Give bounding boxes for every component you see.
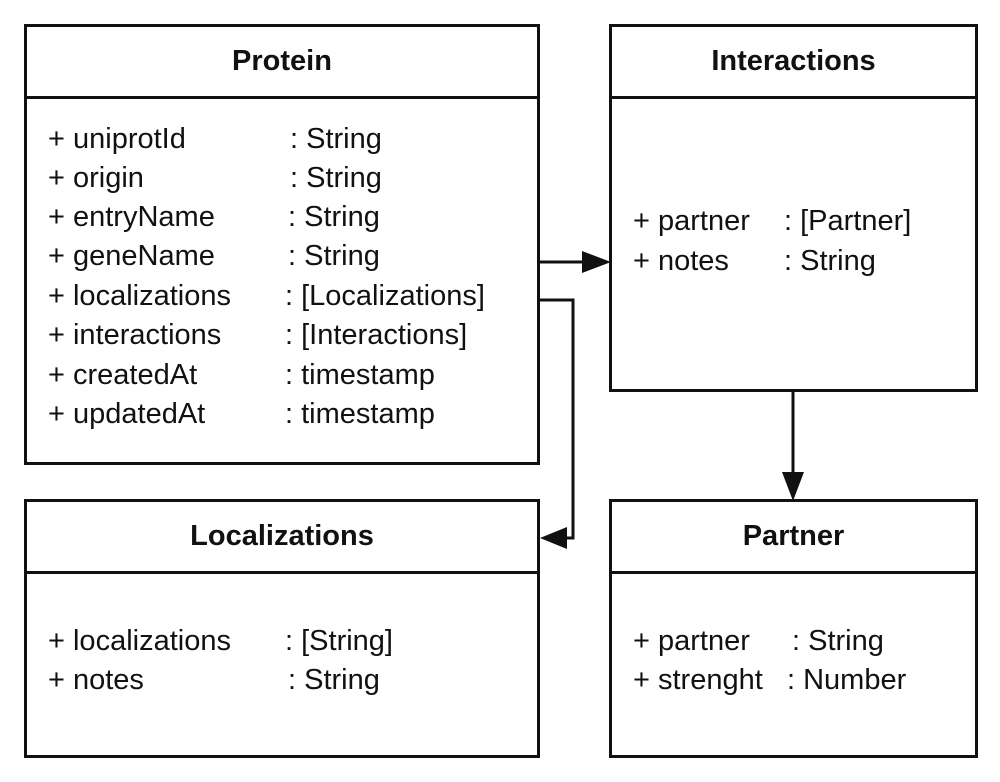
class-title-partner: Partner xyxy=(742,520,845,552)
class-title-localizations: Localizations xyxy=(190,520,374,552)
class-header-protein: Protein xyxy=(27,27,537,99)
attribute-type: : String xyxy=(288,201,380,233)
class-title-interactions: Interactions xyxy=(711,45,876,77)
class-header-partner: Partner xyxy=(612,502,975,574)
attribute-name: + notes xyxy=(633,245,729,277)
class-title-protein: Protein xyxy=(232,45,332,77)
class-header-localizations: Localizations xyxy=(27,502,537,574)
attribute-type: : [Partner] xyxy=(784,205,912,237)
class-box-interactions: Interactions + partner : [Partner] + not… xyxy=(609,24,978,392)
attribute-name: + interactions xyxy=(48,319,222,351)
attribute-type: : [Localizations] xyxy=(285,280,485,312)
attribute-name: + uniprotId xyxy=(48,123,186,155)
attribute-name: + strenght xyxy=(633,664,763,696)
attribute-type: : timestamp xyxy=(285,359,435,391)
attribute-type: : timestamp xyxy=(285,398,435,430)
attribute-type: : String xyxy=(288,664,380,696)
attribute-type: : String xyxy=(784,245,876,277)
attribute-name: + notes xyxy=(48,664,144,696)
attribute-name: + partner xyxy=(633,205,750,237)
arrowhead-localizations xyxy=(540,527,567,549)
attribute-type: : Number xyxy=(787,664,907,696)
attribute-type: : [Interactions] xyxy=(285,319,468,351)
attribute-name: + partner xyxy=(633,625,750,657)
class-box-protein: Protein + uniprotId : String + origin : … xyxy=(24,24,540,465)
arrowhead-interactions xyxy=(582,251,611,273)
attribute-type: : String xyxy=(792,625,884,657)
attribute-name: + localizations xyxy=(48,280,231,312)
class-box-localizations: Localizations + localizations : [String]… xyxy=(24,499,540,758)
arrowhead-partner xyxy=(782,472,804,501)
class-header-interactions: Interactions xyxy=(612,27,975,99)
attribute-name: + localizations xyxy=(48,625,231,657)
class-box-partner: Partner + partner : String + strenght : … xyxy=(609,499,978,758)
attribute-type: : String xyxy=(288,240,380,272)
attribute-type: : String xyxy=(290,162,382,194)
attribute-name: + origin xyxy=(48,162,144,194)
arrow-protein-to-localizations xyxy=(540,298,575,540)
attribute-name: + updatedAt xyxy=(48,398,206,430)
attribute-name: + createdAt xyxy=(48,359,198,391)
attribute-name: + entryName xyxy=(48,201,215,233)
attribute-type: : String xyxy=(290,123,382,155)
attribute-type: : [String] xyxy=(285,625,393,657)
attribute-name: + geneName xyxy=(48,240,215,272)
